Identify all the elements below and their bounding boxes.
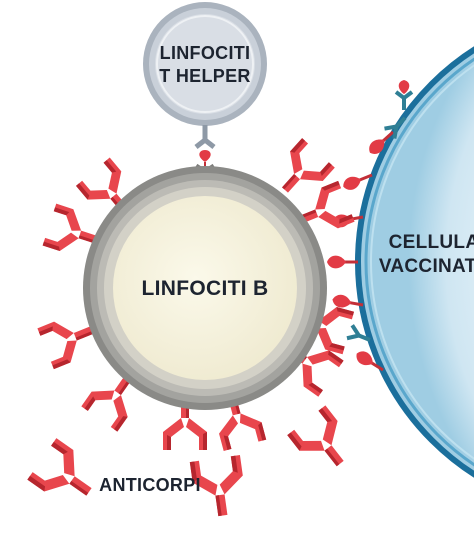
floating-antigen-fragment	[394, 80, 414, 110]
t-helper-cell	[143, 2, 267, 126]
presented-antigen	[199, 150, 211, 167]
t-helper-label-line1: LINFOCITI	[160, 43, 251, 63]
t-helper-receptor	[194, 125, 216, 149]
vaccinated-cell-label-line1: CELLULA	[389, 232, 474, 253]
t-helper-label-line2: T HELPER	[159, 66, 250, 86]
b-cell-label: LINFOCITI B	[142, 277, 269, 300]
b-cell	[83, 166, 327, 410]
antibodies-label: ANTICORPI	[99, 475, 201, 495]
